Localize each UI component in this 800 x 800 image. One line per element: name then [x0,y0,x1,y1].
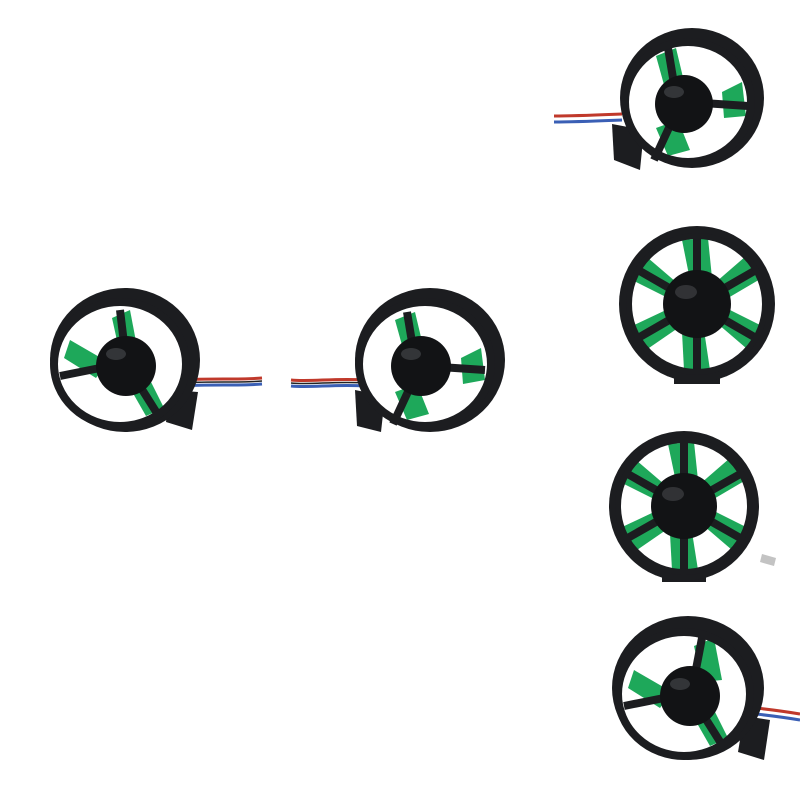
thruster-right-front-2 [602,428,777,588]
thruster-right-top [552,20,782,190]
thruster-right-front-1 [612,222,782,392]
thruster-right-bottom [606,610,800,790]
thruster-left-angle [30,280,270,460]
thruster-center-angle [285,280,525,460]
